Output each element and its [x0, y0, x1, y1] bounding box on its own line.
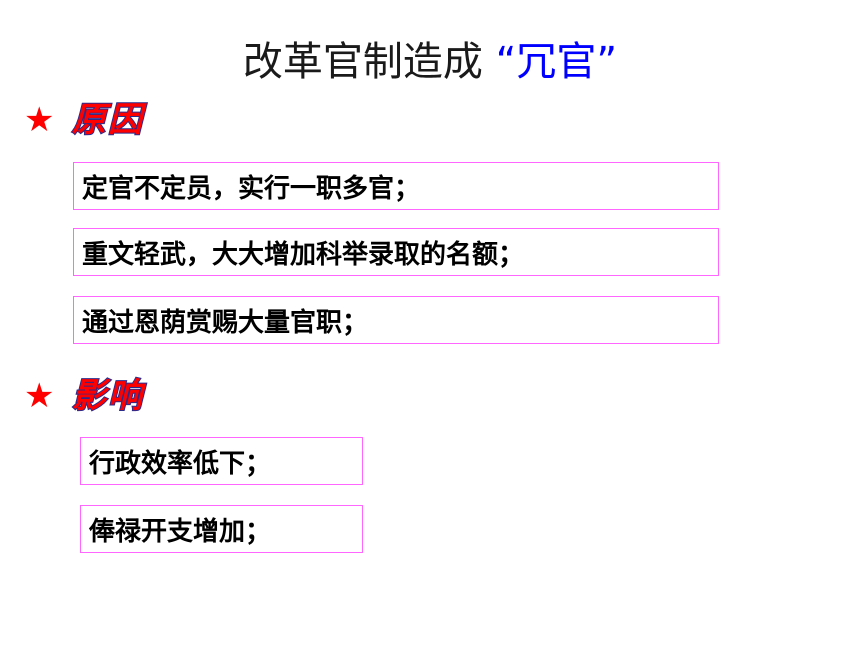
list-item-text: 定官不定员，实行一职多官； — [82, 173, 421, 204]
section-heading-label: 影响 — [71, 375, 144, 417]
list-item-text: 通过恩荫赏赐大量官职； — [82, 307, 369, 338]
list-item-text: 俸禄开支增加； — [89, 516, 272, 547]
list-item-text: 重文轻武，大大增加科举录取的名额； — [82, 239, 525, 270]
list-item: 行政效率低下； — [80, 437, 363, 485]
list-item: 定官不定员，实行一职多官； — [73, 162, 719, 210]
list-item: 通过恩荫赏赐大量官职； — [73, 296, 719, 344]
star-icon: ★ — [24, 100, 55, 140]
list-item: 俸禄开支增加； — [80, 505, 363, 553]
section-heading-causes: ★ 原因 — [24, 98, 144, 142]
list-item-text: 行政效率低下； — [89, 448, 272, 479]
title-quoted-term: “冗官” — [495, 39, 618, 85]
list-item: 重文轻武，大大增加科举录取的名额； — [73, 228, 719, 276]
section-heading-effects: ★ 影响 — [24, 374, 144, 418]
title-main: 改革官制造成 — [242, 39, 483, 85]
section-heading-label: 原因 — [71, 99, 144, 141]
star-icon: ★ — [24, 376, 55, 416]
page-title: 改革官制造成 “冗官” — [0, 30, 860, 94]
